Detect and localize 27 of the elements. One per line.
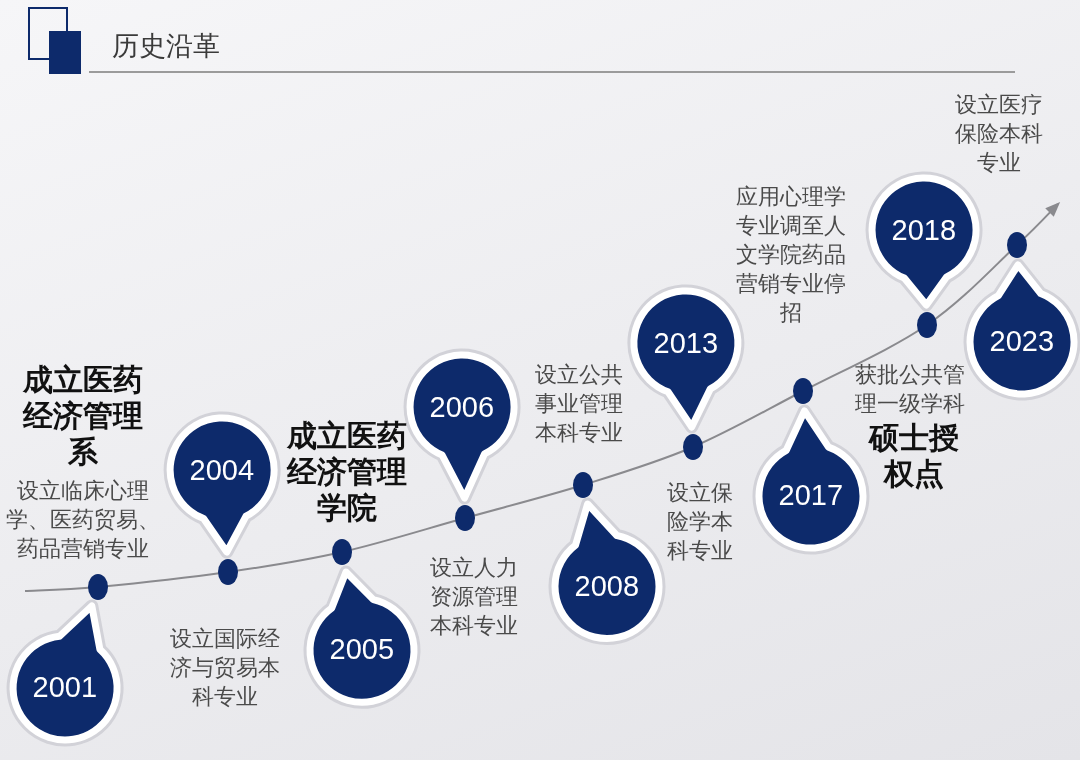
speech-bubble (303, 564, 421, 709)
event-description: 设立公共事业管理本科专业 (534, 361, 624, 447)
event-description: 应用心理学专业调至人文学院药品营销专业停招 (735, 183, 847, 327)
year-label: 2017 (778, 479, 843, 513)
event-description: 设立医疗保险本科专业 (954, 91, 1044, 177)
speech-bubble (6, 599, 124, 747)
speech-bubble (548, 497, 666, 646)
event-title-text: 硕士授权点 (867, 420, 960, 492)
page-title: 历史沿革 (112, 29, 220, 63)
year-label: 2008 (574, 570, 639, 604)
event-description: 设立保险学本科专业 (666, 479, 734, 565)
year-label: 2004 (189, 453, 254, 487)
year-label: 2013 (653, 326, 718, 360)
year-label: 2018 (891, 213, 956, 247)
year-label: 2005 (329, 633, 394, 667)
speech-bubble (963, 257, 1080, 401)
event-description: 设立国际经济与贸易本科专业 (169, 625, 281, 711)
event-description: 设立临床心理学、医药贸易、药品营销专业 (5, 477, 161, 563)
event-description: 获批公共管理一级学科 (854, 361, 966, 418)
speech-bubble (865, 171, 983, 312)
year-label: 2001 (32, 671, 97, 705)
year-label: 2023 (989, 325, 1054, 359)
year-label: 2006 (429, 390, 494, 424)
event-description: 设立人力资源管理本科专业 (429, 554, 519, 640)
event-title-text: 成立医药经济管理学院 (285, 418, 408, 526)
speech-bubble (163, 411, 281, 560)
event-title-text: 成立医药经济管理系 (21, 362, 144, 470)
